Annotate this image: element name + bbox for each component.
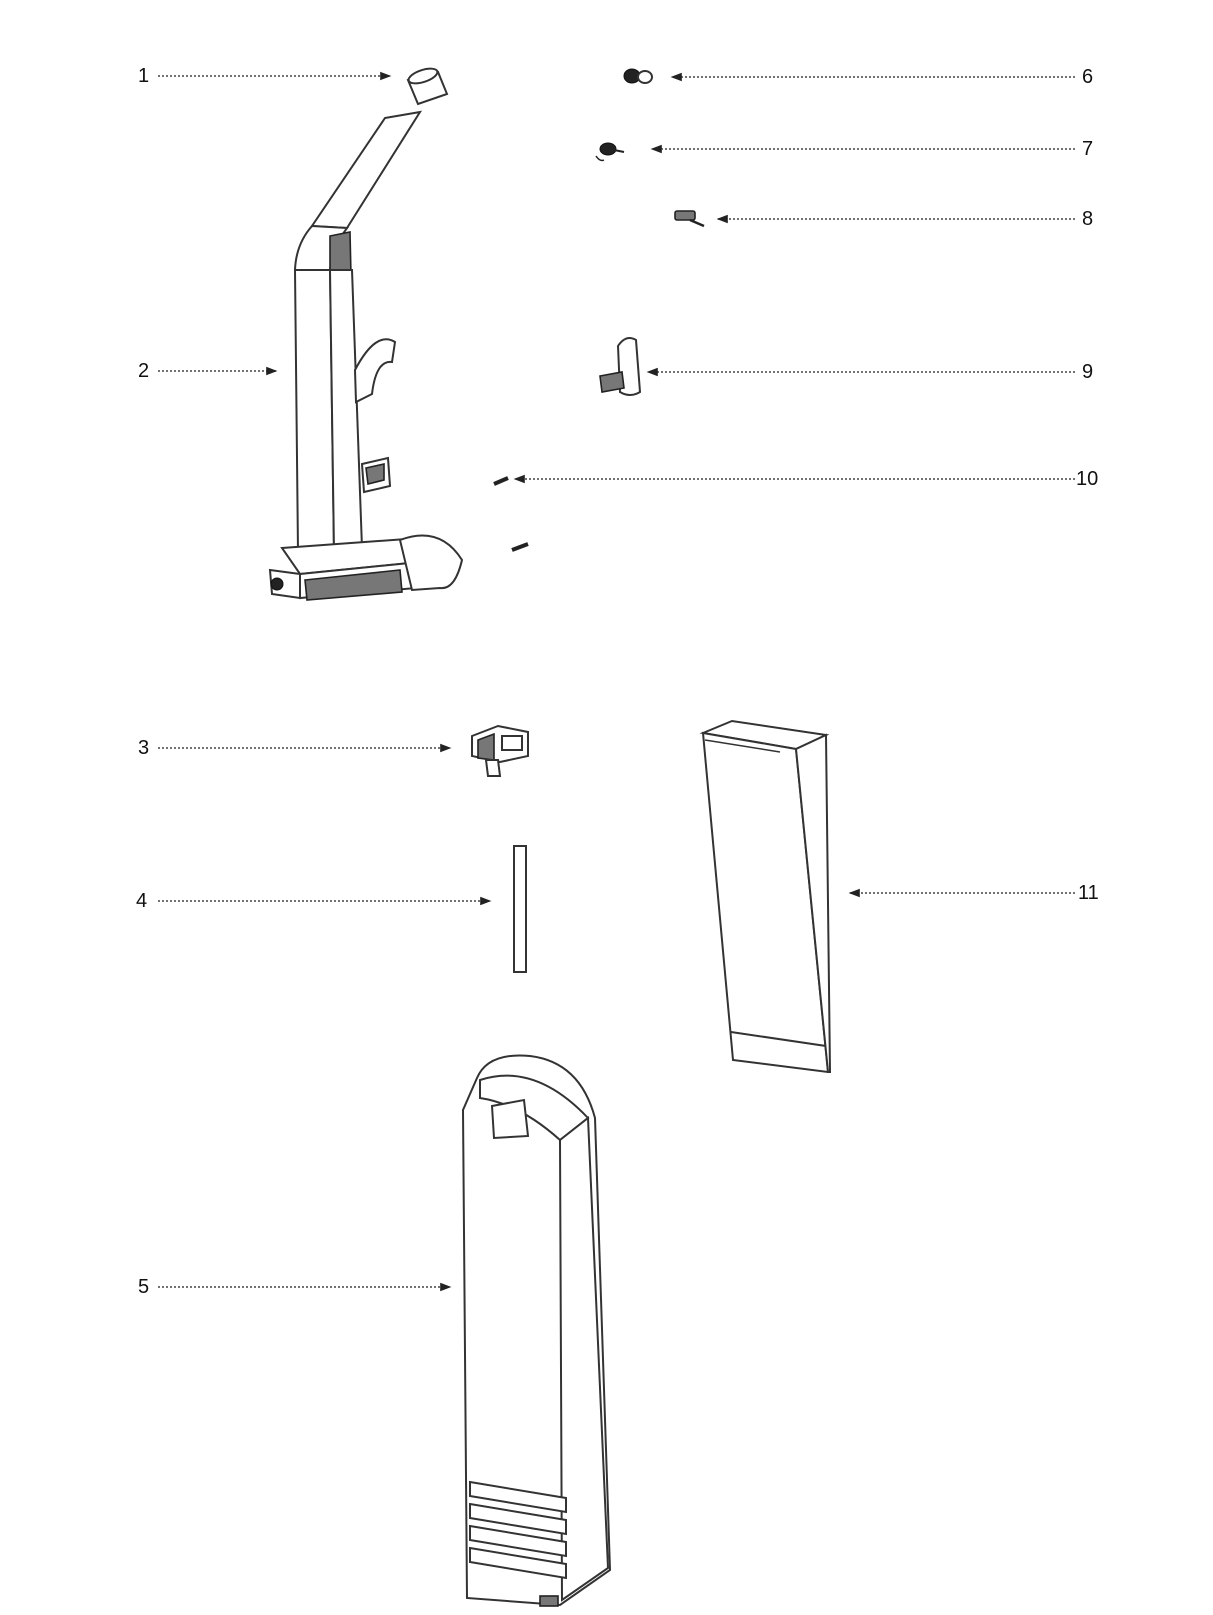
part-3-latch-bracket [471, 724, 529, 777]
part-8-screw-clip [674, 210, 705, 228]
callout-6: 6 [1082, 66, 1094, 88]
callout-5: 5 [138, 1276, 150, 1298]
part-4-rod [513, 845, 527, 973]
part-5-front-cover [461, 1054, 612, 1607]
callout-2: 2 [138, 360, 150, 382]
part-11-filter-bag [699, 719, 832, 1074]
callout-10: 10 [1076, 468, 1099, 490]
part-2-handle-body [268, 110, 464, 601]
callout-7: 7 [1082, 138, 1094, 160]
part-1-cap [406, 67, 449, 106]
part-10-screws [493, 476, 529, 552]
callout-1: 1 [138, 65, 150, 87]
callout-9: 9 [1082, 361, 1094, 383]
callout-8: 8 [1082, 208, 1094, 230]
callout-11: 11 [1078, 882, 1099, 904]
callout-3: 3 [138, 737, 150, 759]
part-7-clip [595, 142, 625, 162]
part-9-switch-lever [599, 337, 642, 396]
callout-4: 4 [136, 890, 148, 912]
part-6-small-wheel [623, 68, 653, 84]
